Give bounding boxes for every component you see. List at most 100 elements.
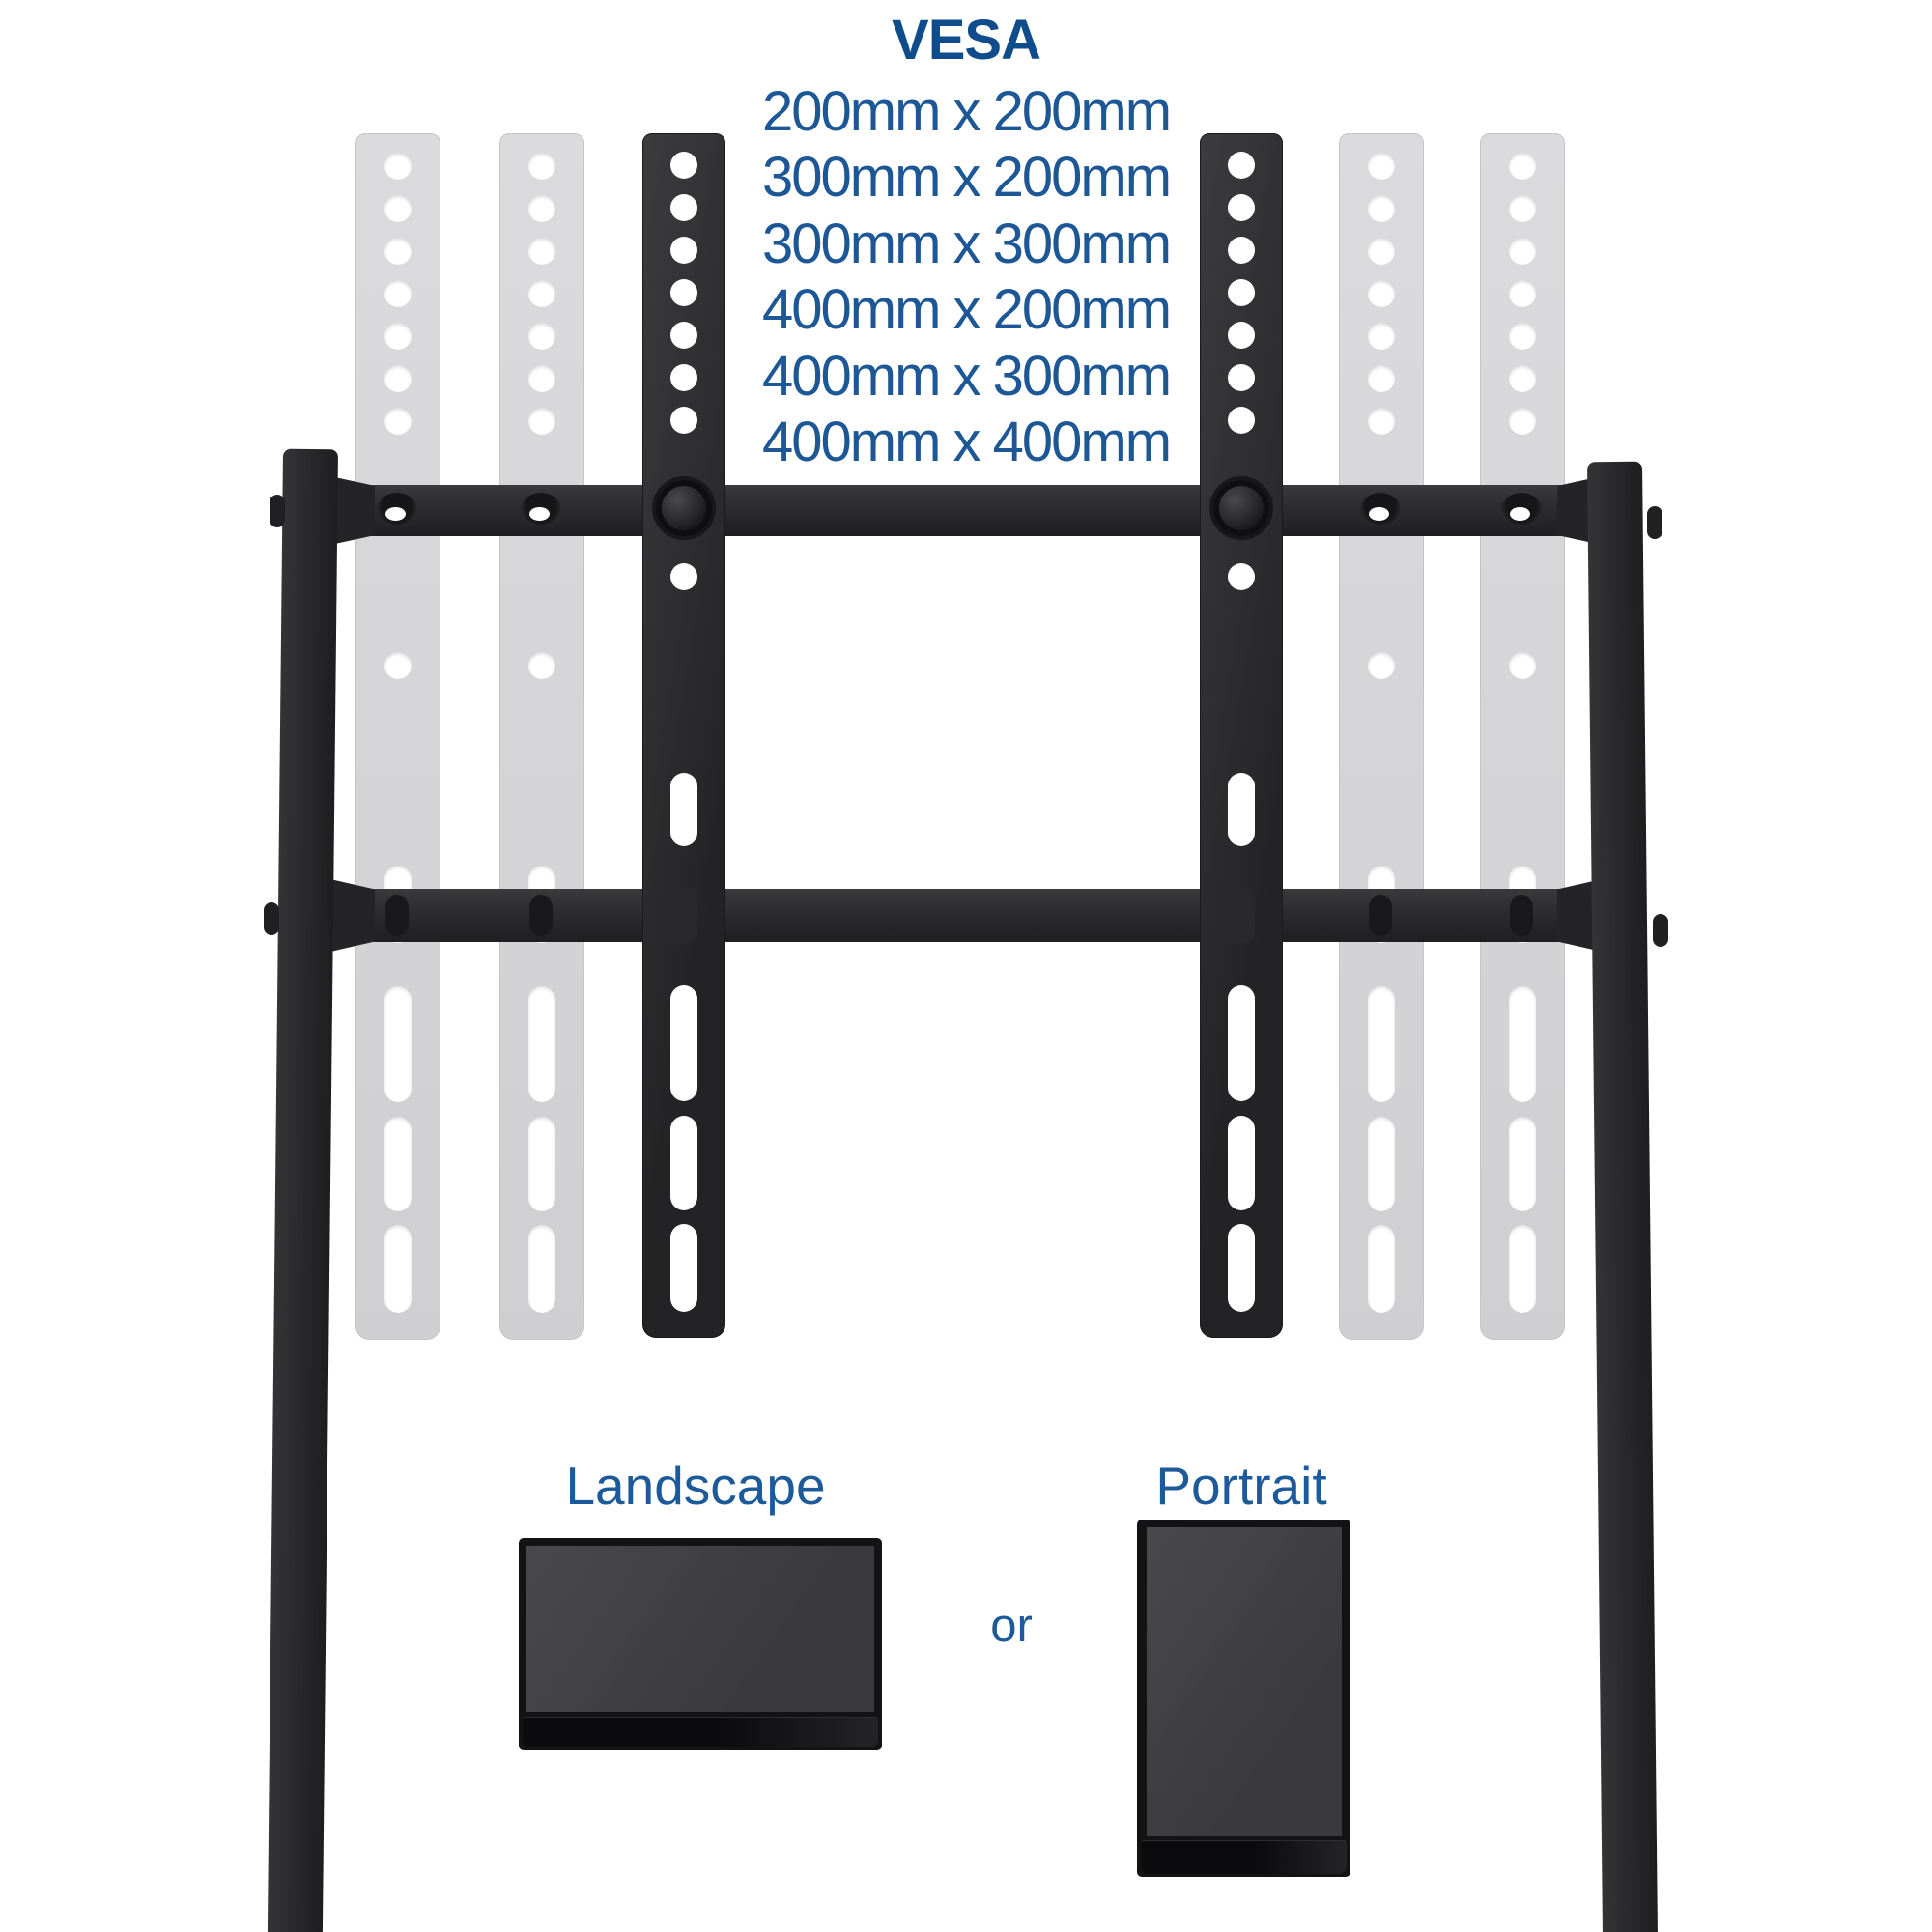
bracket-slot bbox=[1228, 887, 1255, 944]
bracket-slot bbox=[1228, 773, 1255, 846]
crossbar-slot bbox=[1369, 895, 1392, 936]
bracket-hole bbox=[528, 652, 555, 679]
crossbar-joint bbox=[330, 879, 375, 952]
post-bolt bbox=[264, 902, 279, 935]
bracket-slot bbox=[1228, 1224, 1255, 1312]
bracket-hole bbox=[384, 652, 412, 679]
bracket-slot bbox=[670, 773, 697, 846]
bracket-hole bbox=[1509, 365, 1536, 392]
bracket-slot bbox=[528, 1225, 555, 1313]
vesa-size-line: 400mm x 400mm bbox=[761, 411, 1172, 474]
bracket-slot bbox=[670, 985, 697, 1101]
post-bolt bbox=[270, 495, 285, 527]
bracket-bolt-head bbox=[656, 480, 712, 536]
bracket-hole bbox=[1368, 238, 1395, 265]
bracket-hole bbox=[384, 408, 412, 435]
bracket-hole bbox=[1509, 323, 1536, 350]
bracket-hole bbox=[670, 194, 697, 221]
bracket-hole bbox=[1368, 280, 1395, 307]
bracket-hole bbox=[1228, 152, 1255, 179]
bracket-hole bbox=[1228, 237, 1255, 264]
bracket-hole bbox=[1228, 364, 1255, 391]
bracket-slot bbox=[1509, 1117, 1536, 1211]
tv-screen bbox=[1147, 1527, 1342, 1836]
bracket-hole bbox=[528, 280, 555, 307]
bracket-hole bbox=[384, 195, 412, 222]
bracket-hole bbox=[670, 237, 697, 264]
bracket-hole bbox=[528, 365, 555, 392]
crossbar-countersink-hole bbox=[1360, 493, 1401, 527]
bracket-hole bbox=[1509, 238, 1536, 265]
bracket-hole bbox=[1228, 194, 1255, 221]
portrait-label: Portrait bbox=[1155, 1456, 1327, 1516]
crossbar-countersink-hole bbox=[377, 493, 417, 527]
or-label: or bbox=[990, 1600, 1033, 1652]
vesa-bracket bbox=[1200, 133, 1283, 1338]
left-post bbox=[267, 448, 338, 1932]
bracket-hole bbox=[528, 408, 555, 435]
vesa-size-line: 200mm x 200mm bbox=[761, 80, 1172, 143]
portrait-tv bbox=[1137, 1520, 1350, 1877]
bracket-hole bbox=[1509, 280, 1536, 307]
post-bolt bbox=[1653, 914, 1668, 947]
bracket-hole bbox=[1228, 407, 1255, 434]
bracket-hole bbox=[1368, 153, 1395, 180]
landscape-label: Landscape bbox=[565, 1456, 826, 1516]
bracket-hole bbox=[384, 153, 412, 180]
bracket-slot bbox=[670, 1116, 697, 1210]
bracket-hole bbox=[670, 407, 697, 434]
tv-bottom-bezel bbox=[523, 1717, 878, 1747]
bracket-hole bbox=[1509, 408, 1536, 435]
ghost-bracket bbox=[499, 133, 584, 1340]
bracket-hole bbox=[528, 195, 555, 222]
ghost-bracket bbox=[1480, 133, 1565, 1340]
landscape-tv bbox=[519, 1538, 882, 1750]
bracket-slot bbox=[670, 887, 697, 944]
bracket-hole bbox=[1509, 153, 1536, 180]
vesa-size-line: 400mm x 200mm bbox=[761, 278, 1172, 342]
bracket-hole bbox=[670, 364, 697, 391]
ghost-bracket bbox=[1339, 133, 1424, 1340]
bracket-slot bbox=[1228, 1116, 1255, 1210]
ghost-bracket bbox=[355, 133, 440, 1340]
bracket-hole bbox=[384, 365, 412, 392]
upper-crossbar bbox=[319, 485, 1613, 536]
bracket-slot bbox=[384, 1225, 412, 1313]
bracket-hole bbox=[1368, 365, 1395, 392]
vesa-size-line: 300mm x 300mm bbox=[761, 212, 1172, 275]
vesa-bracket bbox=[642, 133, 725, 1338]
post-bolt bbox=[1647, 506, 1662, 539]
bracket-slot bbox=[1368, 986, 1395, 1102]
crossbar-slot bbox=[1510, 895, 1533, 936]
bracket-hole bbox=[670, 563, 697, 590]
bracket-hole bbox=[1368, 195, 1395, 222]
bracket-slot bbox=[1368, 1225, 1395, 1313]
bracket-bolt-head bbox=[1213, 480, 1269, 536]
bracket-hole bbox=[1228, 563, 1255, 590]
bracket-hole bbox=[1368, 652, 1395, 679]
bracket-slot bbox=[1228, 985, 1255, 1101]
crossbar-slot bbox=[385, 895, 409, 936]
bracket-hole bbox=[528, 238, 555, 265]
bracket-hole bbox=[528, 323, 555, 350]
tv-screen bbox=[526, 1546, 874, 1712]
vesa-title: VESA bbox=[892, 9, 1041, 71]
vesa-size-line: 300mm x 200mm bbox=[761, 146, 1172, 210]
bracket-slot bbox=[384, 986, 412, 1102]
crossbar-joint bbox=[330, 476, 375, 545]
bracket-hole bbox=[670, 152, 697, 179]
crossbar-countersink-hole bbox=[521, 493, 561, 527]
bracket-slot bbox=[528, 986, 555, 1102]
right-post bbox=[1587, 461, 1658, 1932]
bracket-hole bbox=[1228, 279, 1255, 306]
vesa-size-list: 200mm x 200mm 300mm x 200mm 300mm x 300m… bbox=[580, 79, 1352, 475]
bracket-hole bbox=[1228, 322, 1255, 349]
crossbar-slot bbox=[529, 895, 553, 936]
bracket-hole bbox=[670, 279, 697, 306]
bracket-hole bbox=[1509, 195, 1536, 222]
bracket-slot bbox=[384, 1117, 412, 1211]
bracket-hole bbox=[528, 153, 555, 180]
bracket-hole bbox=[1368, 323, 1395, 350]
crossbar-countersink-hole bbox=[1501, 493, 1542, 527]
bracket-hole bbox=[384, 280, 412, 307]
